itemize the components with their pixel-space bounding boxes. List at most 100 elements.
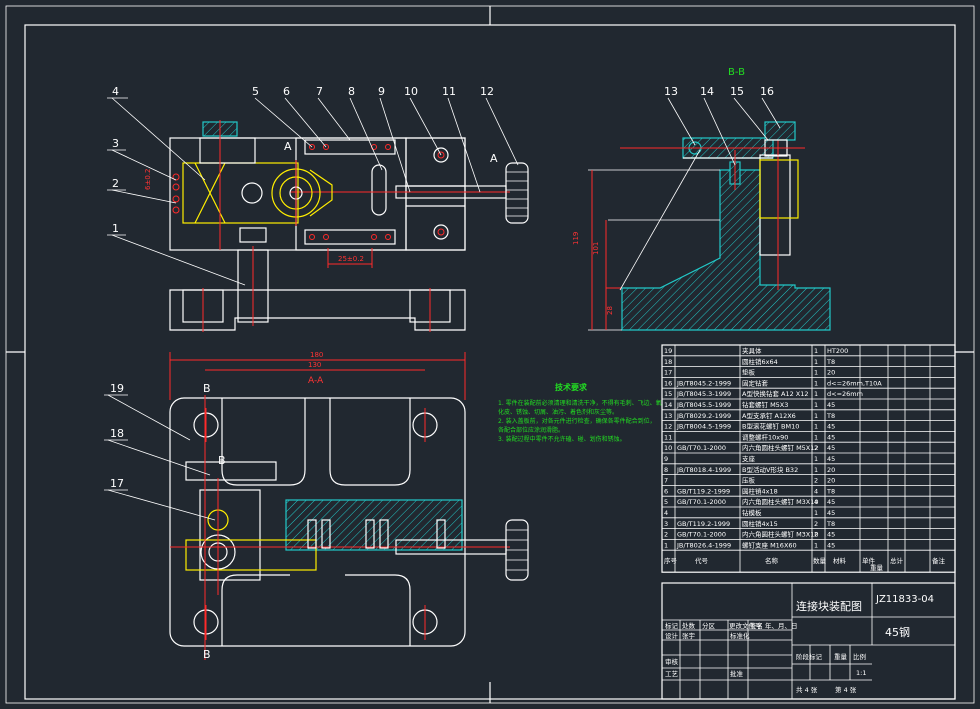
bom-material: 45 (827, 498, 835, 506)
bom-name: 内六角圆柱头螺钉 M3X10 (742, 530, 819, 539)
bom-qty: 2 (814, 444, 818, 452)
bom-name: 钻模板 (742, 508, 762, 517)
bom-no: 1 (664, 541, 668, 549)
rev-doc: 更改文件号 (729, 621, 762, 630)
bom-material: 20 (827, 477, 835, 485)
tech-line-5: 3. 装配过程中零件不允许磕、碰、划伤和锈蚀。 (498, 435, 626, 443)
bom-name: 钻套螺钉 M5X3 (742, 400, 788, 409)
bom-no: 5 (664, 498, 668, 506)
bom-qty: 1 (814, 401, 818, 409)
material: 45钢 (885, 626, 910, 639)
bom-header-cell: 备注 (932, 556, 946, 565)
bom-no: 8 (664, 466, 668, 474)
svg-text:A: A (490, 152, 498, 165)
bom-header-cell: 总计 (890, 556, 904, 565)
svg-text:A: A (284, 140, 292, 153)
part-label-10: 10 (404, 85, 418, 98)
bom-code: GB/T70.1-2000 (677, 498, 726, 506)
tech-requirements: 技术要求 1. 零件在装配前必须清理和清洗干净，不得有毛刺、飞边、氧 化皮、锈蚀… (498, 382, 662, 443)
bom-qty: 4 (814, 487, 818, 495)
part-label-16: 16 (760, 85, 774, 98)
bom-name: A型支承钉 A12X6 (742, 411, 796, 420)
part-label-11: 11 (442, 85, 456, 98)
dim-25-text: 25±0.2 (338, 255, 364, 263)
bom-header-cell: 材料 (833, 556, 847, 565)
part-label-1: 1 (112, 222, 119, 235)
bom-name: B型活动V形块 B32 (742, 465, 798, 474)
bom-no: 12 (664, 423, 672, 431)
part-label-9: 9 (378, 85, 385, 98)
dim-130: 130 (205, 361, 425, 371)
svg-text:B: B (203, 648, 211, 661)
leaders-front (107, 97, 519, 286)
leaders-aa (104, 394, 216, 521)
bom-material: 45 (827, 444, 835, 452)
bom-name: B型滚花螺钉 BM10 (742, 422, 799, 431)
bom-header-cell: 代号 (695, 556, 709, 565)
part-label-8: 8 (348, 85, 355, 98)
tech-line-2: 化皮、锈蚀、切屑、油污、着色剂和灰尘等。 (498, 408, 618, 416)
bom-code: JB/T8045.3-1999 (676, 390, 731, 398)
bom-header-weight: 重量 (870, 564, 884, 572)
bom-qty: 4 (814, 498, 818, 506)
part-label-14: 14 (700, 85, 714, 98)
bom-name: 垫板 (742, 368, 756, 377)
bom-no: 17 (664, 369, 672, 377)
rev-mark: 标记 (665, 621, 679, 630)
dim-119-text: 119 (572, 232, 580, 245)
bom-name: 夹具体 (742, 346, 762, 355)
bom-qty: 1 (814, 541, 818, 549)
part-label-5: 5 (252, 85, 259, 98)
bom-name: 调整螺杆10x90 (742, 432, 788, 441)
svg-text:B: B (203, 382, 211, 395)
standard-label: 标准化 (730, 631, 750, 640)
tech-title: 技术要求 (555, 382, 588, 392)
part-label-12: 12 (480, 85, 494, 98)
bom-name: 支座 (742, 454, 756, 463)
bom-material: 45 (827, 509, 835, 517)
part-label-15: 15 (730, 85, 744, 98)
process-label: 工艺 (665, 670, 679, 678)
bom-code: JB/T8029.2-1999 (676, 412, 731, 420)
dim-101-text: 101 (592, 242, 600, 255)
bom-qty: 1 (814, 390, 818, 398)
dim-180-text: 180 (310, 351, 323, 359)
dim-6-text: 6±0.2 (144, 169, 152, 190)
bom-material: 20 (827, 466, 835, 474)
rev-date: 年、月、日 (765, 621, 798, 630)
bom-no: 15 (664, 390, 672, 398)
bom-no: 10 (664, 444, 672, 452)
bom-name: 固定钻套 (742, 378, 769, 387)
bom-no: 18 (664, 358, 672, 366)
part-label-6: 6 (283, 85, 290, 98)
bom-name: 圆柱销6x64 (742, 357, 778, 366)
bom-qty: 1 (814, 423, 818, 431)
section-bb-view (588, 121, 831, 331)
tech-line-1: 1. 零件在装配前必须清理和清洗干净，不得有毛刺、飞边、氧 (498, 399, 662, 407)
drawing-name: 连接块装配图 (796, 600, 862, 613)
bom-qty: 1 (814, 466, 818, 474)
bom-no: 6 (664, 487, 668, 495)
approve-label: 批准 (730, 669, 744, 678)
bom-material: T8 (826, 358, 835, 366)
bom-qty: 1 (814, 379, 818, 387)
dim-180: 180 (169, 351, 466, 400)
dim-25: 25±0.2 (327, 248, 373, 268)
bom-no: 19 (664, 347, 672, 355)
bom-name: 螺钉支座 M16X60 (742, 540, 797, 549)
bom-code: GB/T70.1-2000 (677, 531, 726, 539)
tech-line-3: 2. 装入盖板前，对各元件进行检查，确保各零件配合到位， (498, 417, 656, 425)
part-label-4: 4 (112, 85, 119, 98)
bom-material: HT200 (827, 347, 848, 355)
bom-material: 45 (827, 455, 835, 463)
bom-name: A型快换钻套 A12 X12 (742, 389, 809, 398)
bom-qty: 1 (814, 509, 818, 517)
bom-code: JB/T8004.5-1999 (676, 423, 731, 431)
sheet-number: 第 4 张 (835, 685, 857, 694)
part-label-7: 7 (316, 85, 323, 98)
title-block: 连接块装配图 JZ11833-04 45钢 标记 处数 分区 更改文件号 签名 … (661, 582, 956, 700)
bom-no: 9 (664, 455, 668, 463)
bom-code: GB/T119.2-1999 (677, 487, 730, 495)
